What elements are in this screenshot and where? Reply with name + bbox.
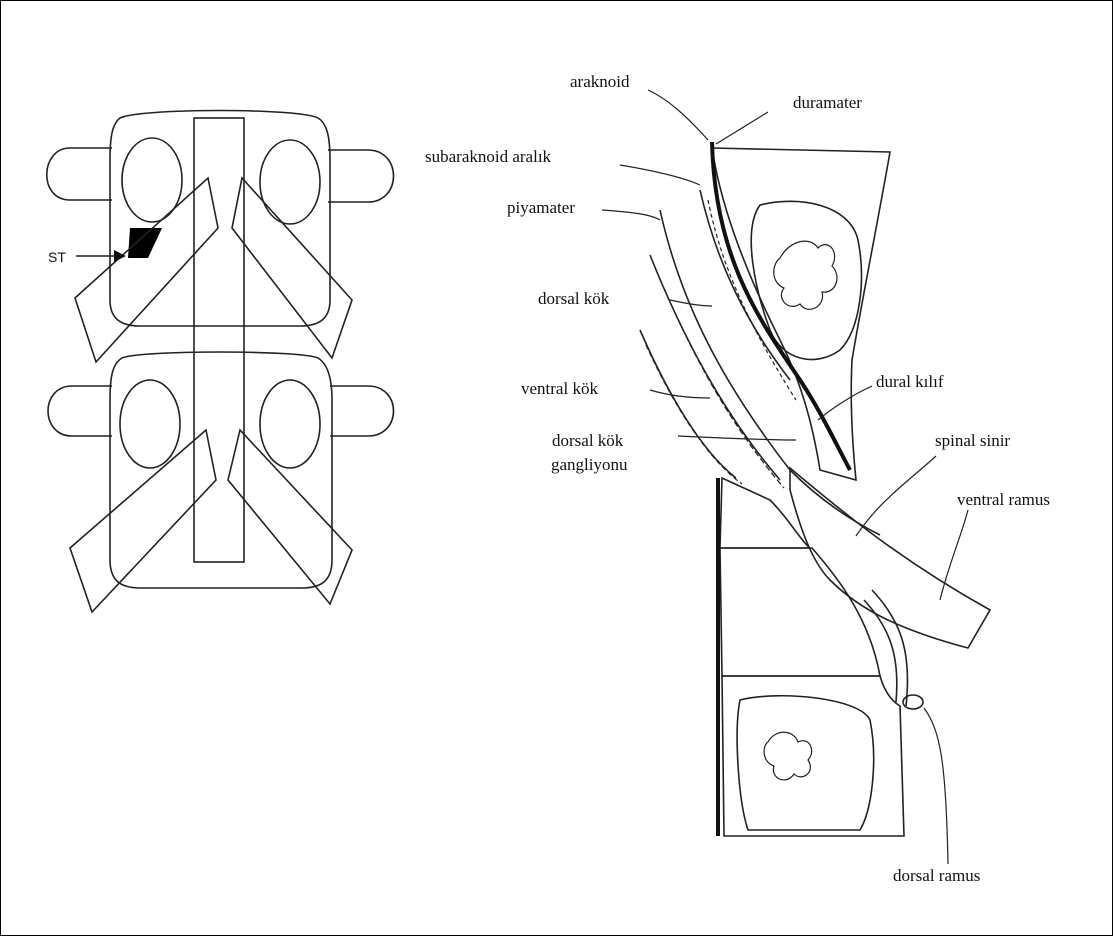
label-dorsal-kok: dorsal kök bbox=[538, 289, 610, 308]
label-dorsal-kok-gangliyonu-2: gangliyonu bbox=[551, 455, 628, 474]
ventral-root-dashed bbox=[646, 345, 742, 484]
lower-left-pedicle bbox=[120, 380, 180, 468]
lower-trabecular-pattern bbox=[764, 732, 812, 780]
upper-right-pedicle bbox=[260, 140, 320, 224]
label-ventral-kok: ventral kök bbox=[521, 379, 598, 398]
dura-line bbox=[712, 142, 850, 470]
lower-left-transverse-process bbox=[48, 386, 112, 436]
label-duramater: duramater bbox=[793, 93, 862, 112]
left-spine-figure: ST bbox=[47, 111, 394, 613]
araknoid-leader bbox=[648, 90, 708, 140]
dorsal-ramus-outer bbox=[872, 590, 908, 706]
right-nerve-figure: araknoid duramater subaraknoid aralık pi… bbox=[425, 72, 1050, 885]
subaraknoid-leader bbox=[620, 165, 700, 185]
upper-vertebral-body bbox=[110, 111, 330, 327]
ventral-root-line bbox=[640, 330, 736, 478]
st-marker bbox=[128, 228, 162, 258]
piamater-line bbox=[660, 210, 880, 535]
upper-trabecular-pattern bbox=[774, 241, 837, 309]
upper-marrow-outline bbox=[751, 201, 861, 359]
label-subaraknoid-aralik: subaraknoid aralık bbox=[425, 147, 552, 166]
lower-right-transverse-process bbox=[330, 386, 394, 436]
dural-kilif-leader bbox=[818, 386, 872, 420]
label-piyamater: piyamater bbox=[507, 198, 575, 217]
lower-right-pedicle bbox=[260, 380, 320, 468]
dorsal-root-line-1 bbox=[650, 255, 780, 480]
duramater-leader bbox=[716, 112, 768, 144]
upper-right-lamina bbox=[232, 178, 352, 358]
piyamater-leader bbox=[602, 210, 660, 220]
ventral-kok-leader bbox=[650, 390, 710, 398]
upper-vertebra-section bbox=[712, 148, 890, 480]
ventral-ramus-leader bbox=[940, 510, 968, 600]
lower-marrow-outline bbox=[737, 696, 873, 830]
st-label: ST bbox=[48, 249, 66, 265]
label-araknoid: araknoid bbox=[570, 72, 630, 91]
label-ventral-ramus: ventral ramus bbox=[957, 490, 1050, 509]
label-dorsal-kok-gangliyonu-1: dorsal kök bbox=[552, 431, 624, 450]
label-spinal-sinir: spinal sinir bbox=[935, 431, 1010, 450]
lower-vertebra-section bbox=[722, 676, 904, 836]
gangliyon-leader bbox=[678, 436, 796, 440]
st-arrow-head bbox=[114, 250, 126, 262]
upper-left-lamina bbox=[75, 178, 218, 362]
label-dural-kilif: dural kılıf bbox=[876, 372, 944, 391]
dorsal-root-dashed bbox=[656, 270, 784, 488]
upper-right-transverse-process bbox=[328, 150, 394, 202]
lower-vertebral-body bbox=[110, 352, 332, 588]
lower-right-lamina bbox=[228, 430, 352, 604]
label-dorsal-ramus: dorsal ramus bbox=[893, 866, 980, 885]
spinal-sinir-leader bbox=[856, 456, 936, 536]
intervertebral-disc bbox=[720, 548, 880, 676]
dorsal-ramus-leader bbox=[924, 708, 948, 864]
upper-left-transverse-process bbox=[47, 148, 112, 200]
